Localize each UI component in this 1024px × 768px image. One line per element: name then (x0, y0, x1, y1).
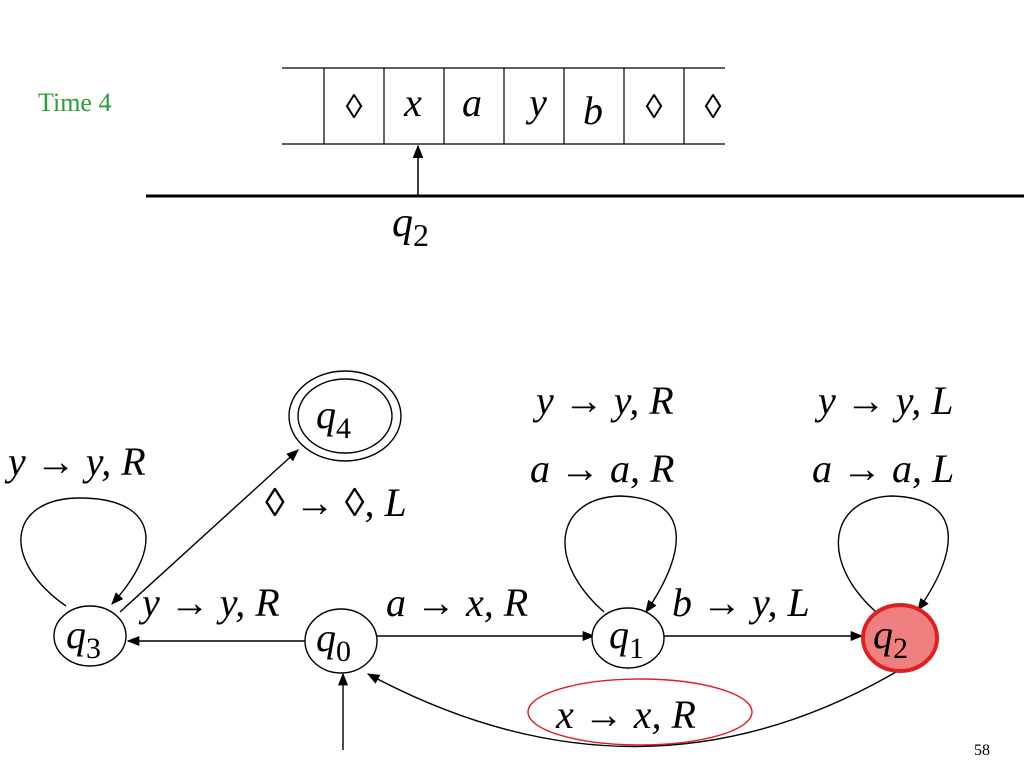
state-q3: q3 (53, 605, 127, 667)
tape-cell: a (462, 80, 482, 125)
svg-text:q3: q3 (66, 612, 101, 665)
svg-text:q2: q2 (873, 612, 908, 665)
time-label: Time 4 (38, 88, 112, 117)
highlight-ellipse (527, 678, 753, 746)
edge-q3-q4 (119, 449, 299, 613)
tape-cell: ◊ (705, 89, 722, 126)
label-q2-loop-line1: y → y, L (814, 378, 954, 423)
head-state-label: q2 (392, 200, 429, 253)
label-q3-loop: y → y, R (4, 439, 146, 484)
loop-q2 (837, 495, 949, 613)
label-q1-loop-line2: a → a, R (530, 446, 674, 491)
tape-cell: b (583, 88, 603, 133)
svg-text:q0: q0 (316, 615, 351, 668)
state-q0: q0 (304, 608, 378, 674)
edge-q2-q0 (366, 671, 897, 748)
svg-text:q1: q1 (609, 612, 644, 665)
slide-number: 58 (974, 742, 990, 759)
label-q2-loop-line2: a → a, L (812, 446, 954, 491)
state-q2-current: q2 (861, 603, 939, 673)
state-q1: q1 (591, 607, 665, 669)
state-q4-accepting: q4 (288, 370, 402, 462)
label-q1-loop-line1: y → y, R (532, 378, 674, 423)
label-q0-q1: a → x, R (386, 580, 528, 625)
tape-cell: x (403, 80, 422, 125)
tape-cell: ◊ (346, 89, 363, 126)
edges (20, 449, 949, 750)
label-q0-q3: y → y, R (138, 580, 280, 625)
label-q2-q0: x → x, R (555, 692, 696, 737)
tape-cell: ◊ (646, 89, 663, 126)
label-q1-q2: b → y, L (672, 580, 810, 625)
tape: ◊ x a y b ◊ ◊ (282, 67, 725, 145)
svg-text:q4: q4 (316, 392, 351, 445)
loop-q3 (20, 497, 147, 607)
tape-cell: y (525, 80, 547, 125)
loop-q1 (564, 495, 677, 614)
label-q3-q4: ◊ → ◊, L (265, 480, 407, 525)
